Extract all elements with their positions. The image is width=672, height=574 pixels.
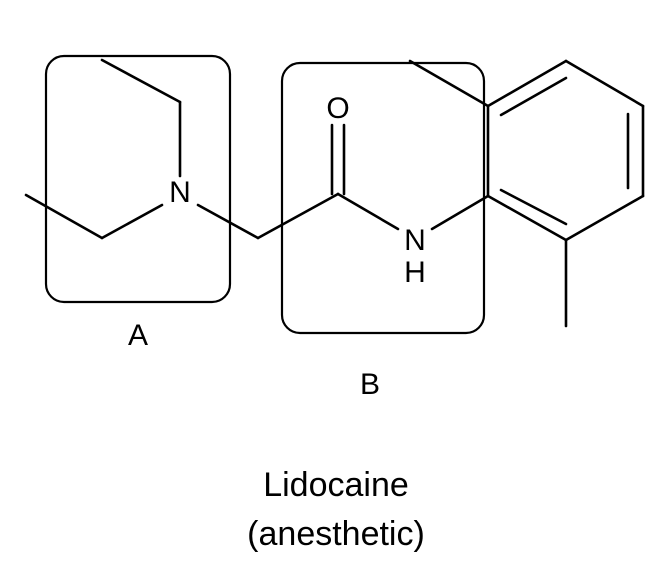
atom-nitrogen-amine: N xyxy=(169,176,191,209)
region-a-box xyxy=(44,54,232,304)
region-a-label: A xyxy=(128,319,148,352)
bond-nh-to-ring xyxy=(430,194,490,231)
ring-bond-3 xyxy=(564,59,645,108)
region-b-box xyxy=(280,61,486,335)
ring-double-inner-3 xyxy=(499,188,568,226)
bond-methyl-top xyxy=(408,59,490,108)
region-b-label: B xyxy=(360,368,380,401)
bond-n-to-ch2 xyxy=(196,203,260,240)
molecule-name-caption: Lidocaine xyxy=(263,466,409,504)
atom-oxygen: O xyxy=(326,92,349,125)
bond-carbonyl-to-nh xyxy=(336,192,400,231)
bond-ethyl1-terminal xyxy=(100,58,182,104)
molecule-use-caption: (anesthetic) xyxy=(247,515,425,553)
atom-nitrogen-amide: N xyxy=(404,224,426,257)
bond-ethyl2-terminal xyxy=(24,193,104,240)
bond-ethyl2-to-n xyxy=(100,203,164,240)
ring-double-inner-1 xyxy=(499,76,568,117)
atom-hydrogen-amide: H xyxy=(404,256,426,289)
bond-ch2-to-carbonyl xyxy=(256,192,340,240)
ring-bond-2 xyxy=(486,59,568,108)
ring-bond-5 xyxy=(564,194,645,242)
ring-bond-6 xyxy=(486,194,568,242)
